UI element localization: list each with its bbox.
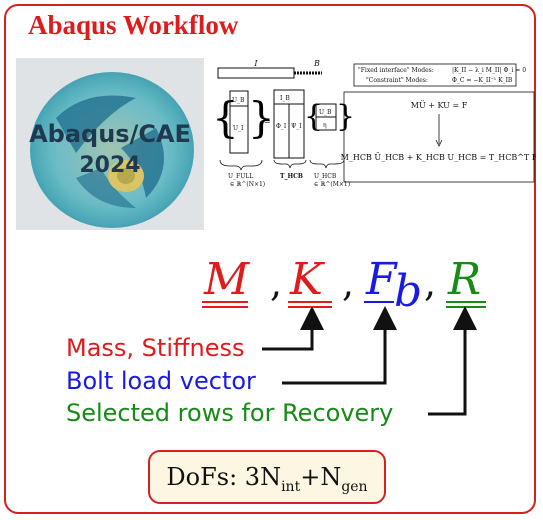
eq-full: MÜ + KU = F (411, 101, 468, 110)
abaqus-logo-image: Abaqus/CAE 2024 (16, 58, 204, 230)
dofs-plus: +N (300, 463, 342, 491)
dofs-sub-int: int (281, 478, 301, 495)
page-title: Abaqus Workflow (28, 10, 239, 40)
logo-text-line1: Abaqus/CAE (29, 120, 191, 148)
eq-reduced: M_HCB Ü_HCB + K_HCB U_HCB = T_HCB^T F (341, 153, 536, 162)
dofs-sub-gen: gen (341, 478, 368, 495)
dofs-prefix: DoFs: 3N (166, 463, 282, 491)
modes-eq1: |K_II − λ_i M_II| Φ_i = 0 (452, 67, 526, 74)
modes-line2: "Constraint" Modes: (366, 77, 428, 84)
label-thcb: T_HCB (280, 173, 303, 180)
variable-f: F (365, 254, 398, 305)
hcb-reduction-figure: I B { U_B U_I } = I_B Φ_I Ψ_I { U_B η } … (212, 59, 536, 188)
comma-3: , (424, 261, 436, 305)
label-uhcb-dim: ∈ ℝ^(M×1) (314, 181, 350, 188)
label-uhcb: U_HCB (314, 173, 337, 180)
matrix-variables: M , K , F b , R (202, 254, 486, 317)
label-ufull-dim: ∈ ℝ^(N×1) (230, 181, 265, 188)
label-bolt-load: Bolt load vector (66, 367, 256, 395)
variable-f-subscript: b (394, 266, 422, 317)
mode-right: Ψ_I (291, 123, 302, 130)
comma-1: , (270, 261, 282, 305)
logo-text-line2: 2024 (79, 153, 140, 178)
svg-text:{: { (304, 99, 323, 134)
reduced-bottom: η (323, 122, 327, 129)
comma-2: , (342, 261, 354, 305)
label-ufull: U_FULL (228, 173, 253, 180)
vector-bottom: U_I (233, 125, 244, 132)
svg-text:}: } (248, 93, 275, 142)
modes-line1: "Fixed interface" Modes: (358, 67, 434, 74)
reduced-top: U_B (319, 109, 332, 116)
vector-top: U_B (232, 97, 245, 104)
variable-m: M (203, 254, 250, 305)
mode-left: Φ_I (276, 123, 287, 130)
variable-k: K (289, 254, 325, 305)
mode-top: I_B (280, 95, 290, 102)
label-mass-stiffness: Mass, Stiffness (66, 334, 245, 362)
beam-label-b: B (313, 59, 320, 68)
modes-eq2: Φ_C = −K_II⁻¹ K_IB (452, 77, 513, 84)
label-selected-rows: Selected rows for Recovery (66, 399, 394, 427)
beam-label-i: I (253, 59, 258, 68)
svg-text:{: { (212, 93, 239, 142)
variable-r: R (447, 254, 481, 305)
equals-sign: = (264, 117, 271, 126)
svg-text:}: } (336, 99, 355, 134)
dofs-box: DoFs: 3Nint+Ngen (148, 450, 386, 504)
